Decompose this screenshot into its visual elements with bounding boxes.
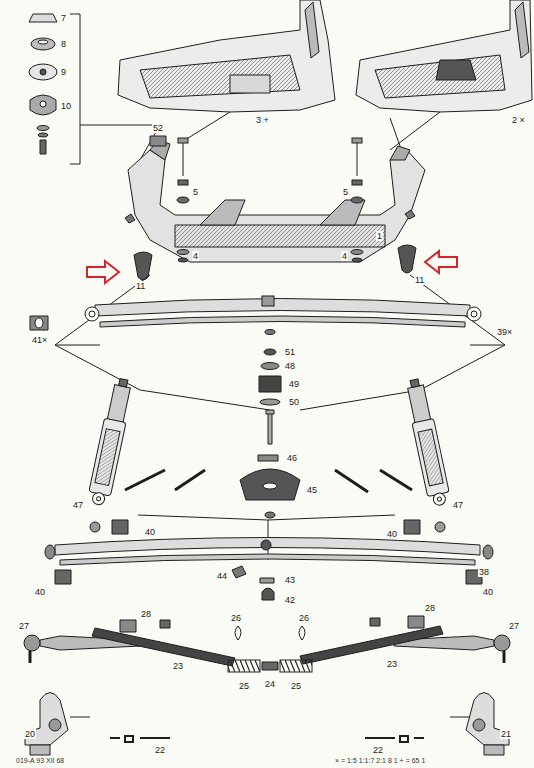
callout-number: 1 xyxy=(376,231,383,241)
callout-number: 26 xyxy=(298,613,310,623)
callout-number: 5 xyxy=(342,187,349,197)
callout-number: 47 xyxy=(452,500,464,510)
callout-number: 40 xyxy=(34,587,46,597)
callout-number: 44 xyxy=(216,571,228,581)
footer-note: × = 1:5 1:1:7 2:1 8 1 + = 65 1 xyxy=(334,757,426,765)
callout-number: 49 xyxy=(288,379,300,389)
callout-number: 5 xyxy=(192,187,199,197)
callout-number: 43 xyxy=(284,575,296,585)
callout-number: 26 xyxy=(230,613,242,623)
callout-number: 23 xyxy=(172,661,184,671)
callout-number: 28 xyxy=(140,609,152,619)
callout-number: 52 xyxy=(152,123,164,133)
callout-number: 27 xyxy=(508,621,520,631)
callout-number: 45 xyxy=(306,485,318,495)
callout-number: 40 xyxy=(144,527,156,537)
callout-number: 38 xyxy=(478,567,490,577)
callout-number: 25 xyxy=(290,681,302,691)
callout-number: 7 xyxy=(60,13,67,23)
callout-number: 46 xyxy=(286,453,298,463)
callout-number: 21 xyxy=(500,729,512,739)
callout-number: 11 xyxy=(135,281,146,291)
callout-number: 4 xyxy=(192,251,199,261)
callout-number: 22 xyxy=(154,745,166,755)
callout-number: 2 × xyxy=(511,115,526,125)
callout-number: 8 xyxy=(60,39,67,49)
callout-number: 23 xyxy=(386,659,398,669)
callout-number: 4 xyxy=(341,251,348,261)
callout-number: 20 xyxy=(24,729,36,739)
callout-number: 9 xyxy=(60,67,67,77)
callout-number: 28 xyxy=(424,603,436,613)
callout-number: 41× xyxy=(31,335,48,345)
footer-note: 019-A 93 XII 68 xyxy=(15,757,65,765)
callout-number: 51 xyxy=(284,347,296,357)
callout-number: 40 xyxy=(482,587,494,597)
callout-number: 11 xyxy=(414,275,425,285)
callout-number: 3 + xyxy=(255,115,270,125)
callout-number: 39× xyxy=(496,327,513,337)
callout-number: 40 xyxy=(386,529,398,539)
callout-number: 50 xyxy=(288,397,300,407)
callout-number: 42 xyxy=(284,595,296,605)
callout-number: 47 xyxy=(72,500,84,510)
callout-number: 27 xyxy=(18,621,30,631)
callout-number: 25 xyxy=(238,681,250,691)
callout-number: 10 xyxy=(60,101,72,111)
callout-number: 48 xyxy=(284,361,296,371)
callout-number: 24 xyxy=(264,679,276,689)
callout-number: 22 xyxy=(372,745,384,755)
